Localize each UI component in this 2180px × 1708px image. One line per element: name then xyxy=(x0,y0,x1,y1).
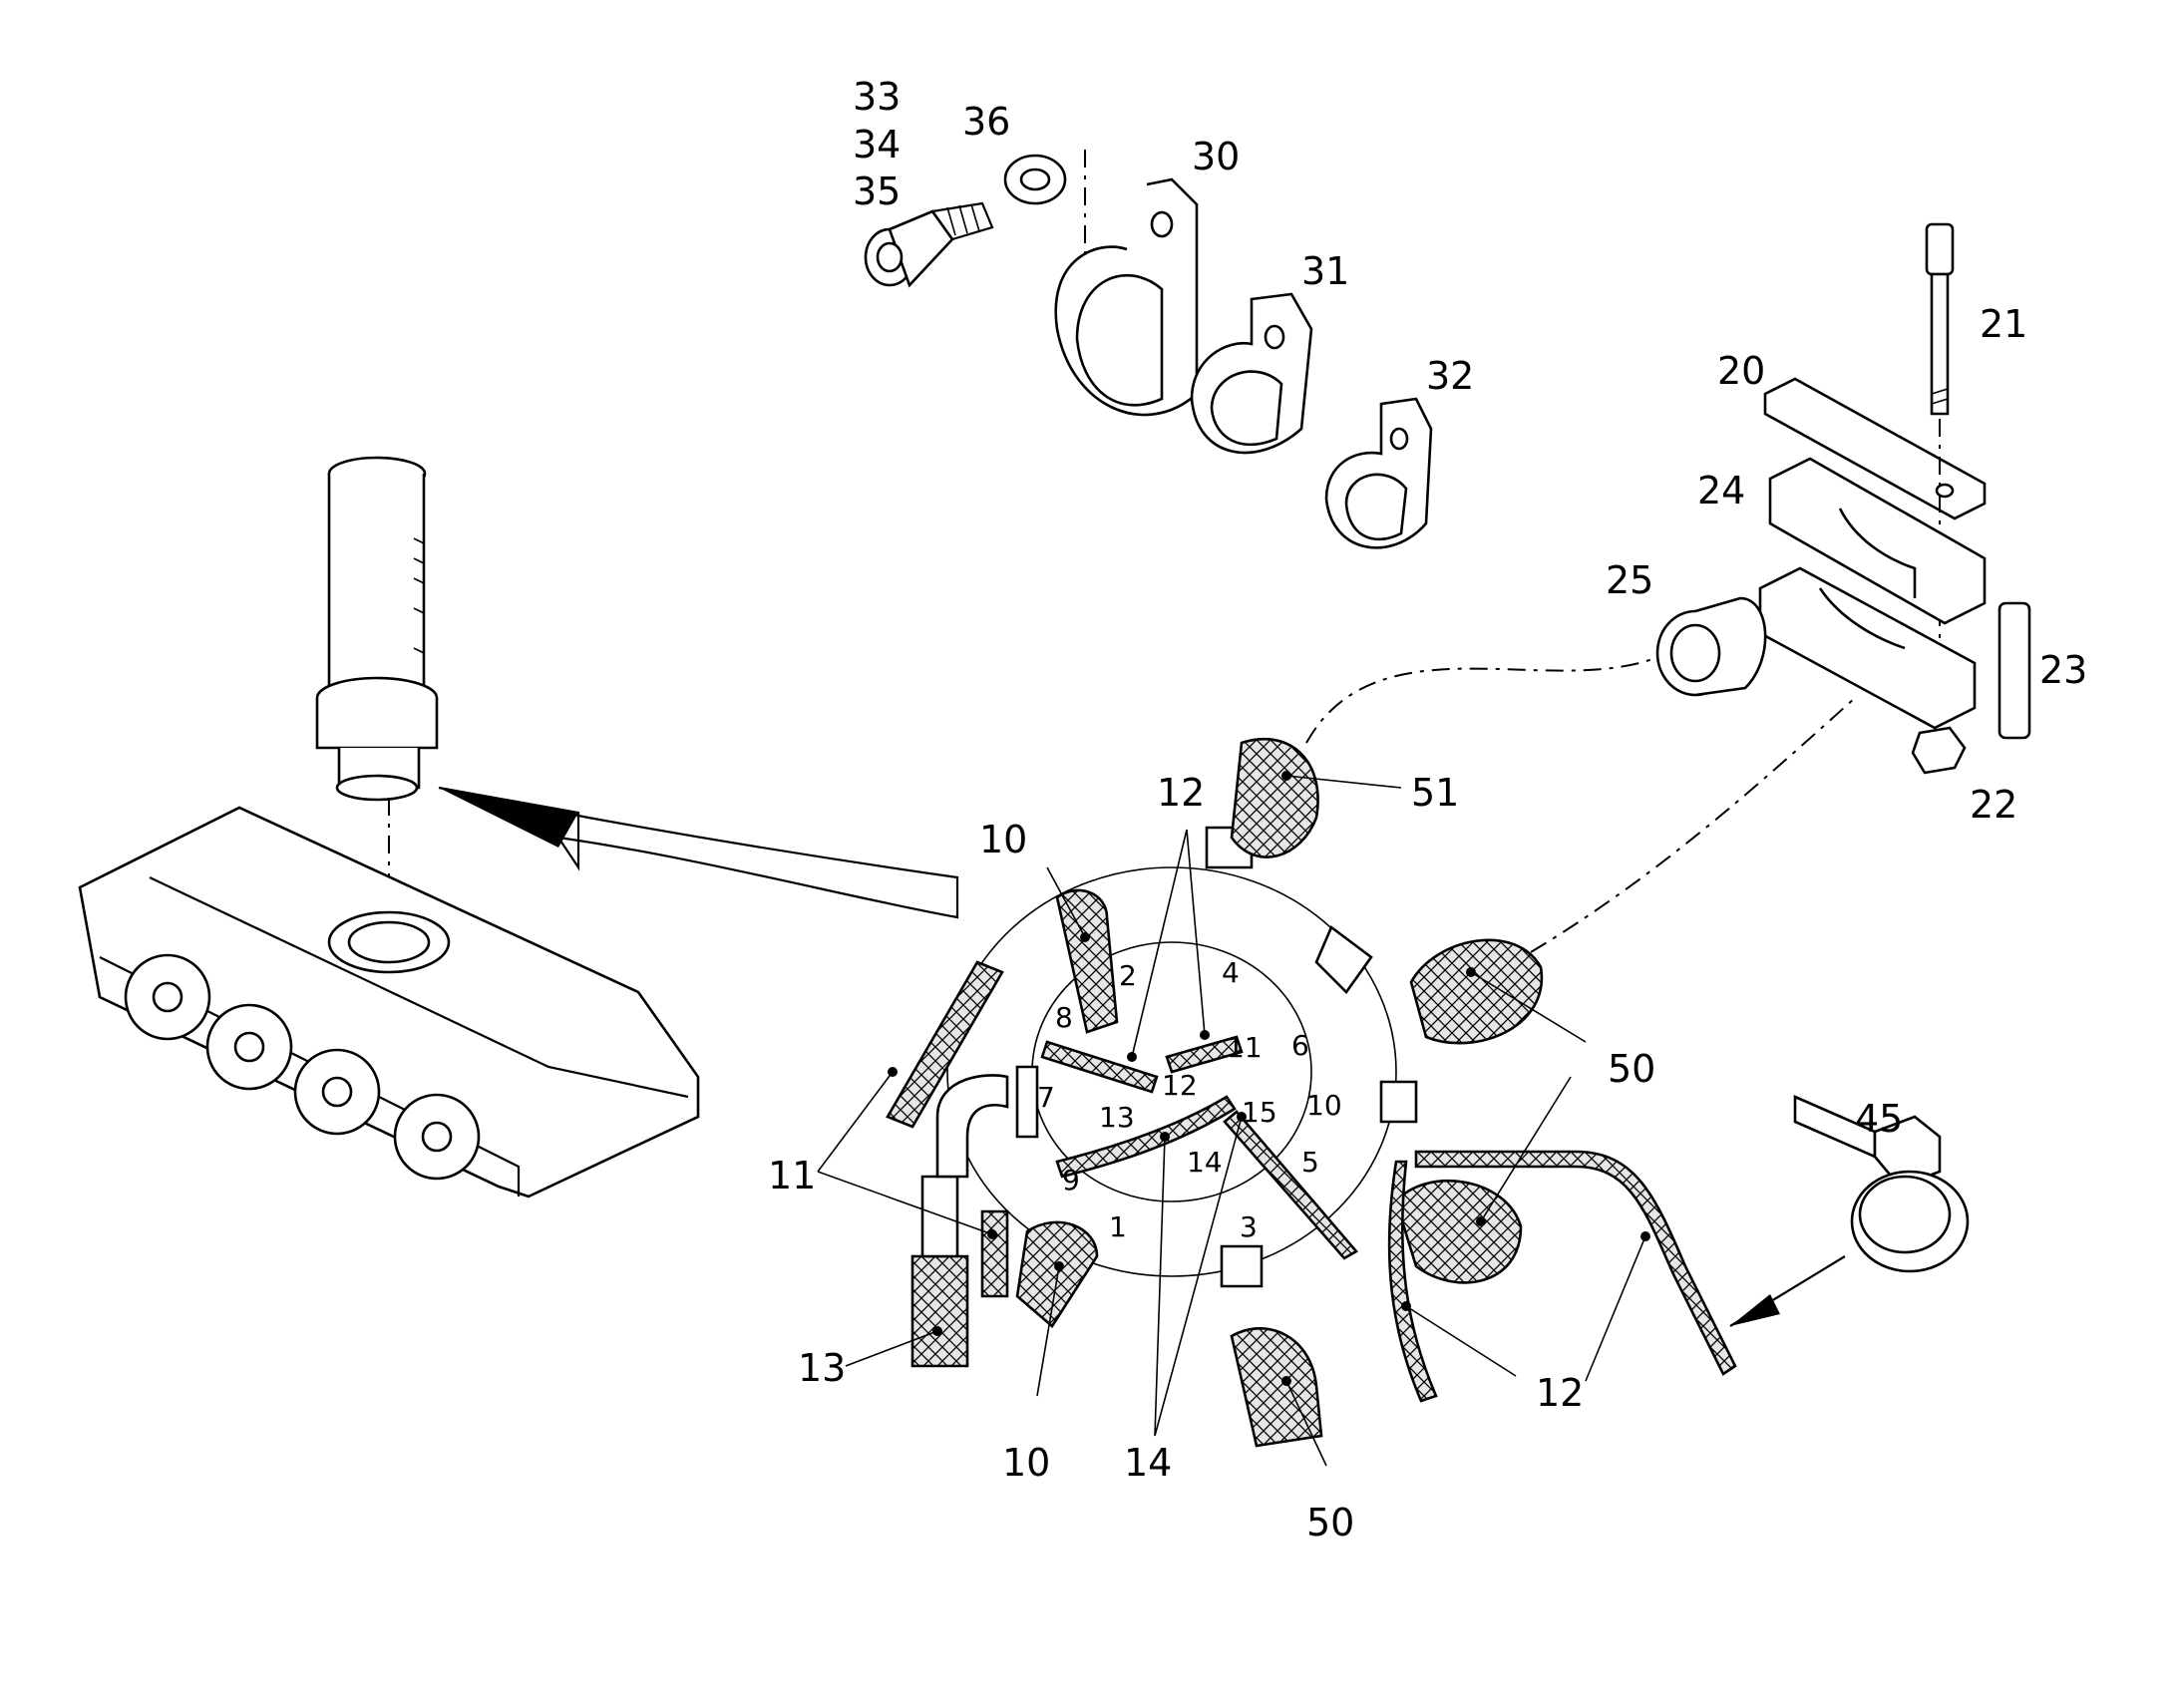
cap-screw xyxy=(864,201,994,288)
callout-45: 45 xyxy=(1855,1097,1903,1141)
callout-10-top: 10 xyxy=(979,818,1027,861)
port-9: 9 xyxy=(1062,1164,1080,1196)
callout-34: 34 xyxy=(853,123,901,167)
callout-13: 13 xyxy=(798,1346,846,1390)
clamp-31 xyxy=(1190,292,1313,455)
hose-14-b xyxy=(1223,1110,1359,1260)
port-8: 8 xyxy=(1055,1001,1073,1034)
callout-32: 32 xyxy=(1426,354,1474,398)
hose-12-inner-b xyxy=(1165,1035,1244,1074)
hose-51-sleeve xyxy=(1230,737,1319,858)
hose-11-lower xyxy=(980,1209,1009,1298)
callout-23: 23 xyxy=(2039,648,2087,692)
callout-50-right: 50 xyxy=(1608,1047,1655,1091)
nut-22 xyxy=(1911,726,1967,775)
callout-30: 30 xyxy=(1192,135,1240,178)
port-13: 13 xyxy=(1099,1101,1135,1134)
clamp-32 xyxy=(1324,397,1433,549)
top-plate xyxy=(1763,377,1987,520)
callout-24: 24 xyxy=(1697,469,1745,512)
callout-31: 31 xyxy=(1301,249,1349,293)
clamp-30 xyxy=(1054,177,1199,417)
callout-12-bottom: 12 xyxy=(1536,1371,1584,1415)
hose-12-outer xyxy=(1387,1160,1438,1403)
callout-50-bottom: 50 xyxy=(1306,1501,1354,1544)
port-15: 15 xyxy=(1242,1096,1277,1129)
long-bolt xyxy=(1925,222,1955,416)
assembly-arrow xyxy=(438,786,959,919)
hose-13 xyxy=(910,1254,969,1368)
dash-path-50 xyxy=(1530,697,1856,953)
callout-51: 51 xyxy=(1411,771,1459,815)
callout-12-top: 12 xyxy=(1157,771,1205,815)
base-frame xyxy=(78,806,700,1198)
port-10: 10 xyxy=(1306,1089,1342,1122)
callout-22: 22 xyxy=(1970,783,2017,827)
callout-14: 14 xyxy=(1124,1441,1172,1485)
port-2: 2 xyxy=(1119,959,1137,992)
hose-11-left xyxy=(886,960,1004,1129)
port-4: 4 xyxy=(1222,956,1240,989)
callout-25: 25 xyxy=(1606,558,1653,602)
port-1: 1 xyxy=(1109,1210,1127,1243)
hose-50-lower-sleeve xyxy=(1230,1327,1323,1448)
leader-lines xyxy=(817,771,1650,1467)
callout-33: 33 xyxy=(853,75,901,119)
callout-35: 35 xyxy=(853,170,901,213)
callout-21: 21 xyxy=(1980,302,2027,346)
hose-12-inner xyxy=(1040,1040,1159,1094)
bushing-25 xyxy=(1655,596,1767,697)
port-14: 14 xyxy=(1187,1146,1223,1179)
port-3: 3 xyxy=(1240,1210,1258,1243)
manifold-block xyxy=(946,826,1418,1288)
upper-block xyxy=(1768,457,1987,625)
port-6: 6 xyxy=(1291,1029,1309,1062)
rotary-cylinder xyxy=(315,456,439,802)
hose-10-upper xyxy=(1055,888,1119,1034)
hose-14-a xyxy=(1055,1095,1237,1179)
port-12: 12 xyxy=(1162,1069,1198,1102)
dash-path-51 xyxy=(1305,657,1656,744)
port-5: 5 xyxy=(1301,1146,1319,1179)
port-11: 11 xyxy=(1227,1031,1263,1064)
hose-50-upper-sleeve xyxy=(1409,938,1544,1045)
callout-10-bottom: 10 xyxy=(1002,1441,1050,1485)
callout-11: 11 xyxy=(768,1154,816,1197)
hose-50-right-sleeve xyxy=(1394,1180,1523,1284)
callout-36: 36 xyxy=(962,100,1010,144)
cable-tie xyxy=(1793,1095,1970,1273)
hose-12-long xyxy=(1414,1150,1737,1376)
pin-23 xyxy=(1998,601,2031,740)
callout-20: 20 xyxy=(1717,349,1765,393)
port-7: 7 xyxy=(1037,1081,1055,1114)
washer xyxy=(1003,154,1067,205)
